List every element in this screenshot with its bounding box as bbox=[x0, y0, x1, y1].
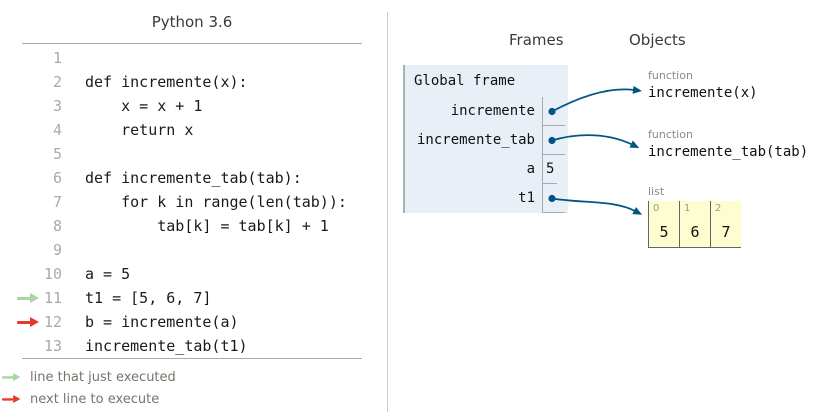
variable-name: incremente_tab bbox=[416, 132, 535, 148]
code-line: 4 return x bbox=[0, 118, 387, 142]
execution-marker bbox=[0, 196, 44, 208]
code-line: 1 bbox=[0, 46, 387, 70]
code-line: 3 x = x + 1 bbox=[0, 94, 387, 118]
code-text: t1 = [5, 6, 7] bbox=[85, 289, 212, 307]
code-line: 9 bbox=[0, 238, 387, 262]
pointer-cell bbox=[542, 97, 565, 126]
line-number: 2 bbox=[52, 73, 62, 91]
code-line: 7 for k in range(len(tab)): bbox=[0, 190, 387, 214]
object-type-label: function bbox=[648, 128, 693, 141]
line-number: 5 bbox=[52, 145, 62, 163]
execution-marker bbox=[0, 124, 44, 136]
execution-marker bbox=[0, 52, 44, 64]
pointer-cell bbox=[542, 126, 565, 155]
pointer-cell bbox=[542, 184, 565, 213]
code-text: def incremente_tab(tab): bbox=[85, 169, 302, 187]
frames-header: Frames bbox=[509, 31, 564, 49]
code-text: tab[k] = tab[k] + 1 bbox=[85, 217, 329, 235]
code-line: 8 tab[k] = tab[k] + 1 bbox=[0, 214, 387, 238]
legend-just-executed: line that just executed bbox=[2, 366, 176, 388]
list-index: 2 bbox=[715, 203, 722, 214]
line-number: 10 bbox=[44, 265, 63, 283]
object-type-label: list bbox=[648, 185, 665, 198]
global-frame: Global frame incremente incremente_tab a… bbox=[403, 65, 568, 213]
function-object-incremente-tab: function incremente_tab(tab) bbox=[648, 128, 808, 160]
code-line: 12 b = incremente(a) bbox=[0, 310, 387, 334]
variable-name: a bbox=[526, 161, 535, 177]
execution-marker bbox=[0, 76, 44, 88]
line-number: 9 bbox=[52, 241, 62, 259]
execution-marker bbox=[0, 172, 44, 184]
execution-marker bbox=[0, 100, 44, 112]
python-version-title: Python 3.6 bbox=[151, 13, 233, 31]
line-number: 3 bbox=[52, 97, 62, 115]
code-text: return x bbox=[85, 121, 194, 139]
code-line: 11 t1 = [5, 6, 7] bbox=[0, 286, 387, 310]
variable-name: incremente bbox=[450, 103, 535, 119]
variable-name: t1 bbox=[518, 190, 535, 206]
list-cell: 2 7 bbox=[710, 201, 741, 248]
red-arrow-icon bbox=[2, 394, 23, 404]
objects-header: Objects bbox=[629, 31, 686, 49]
just-executed-arrow-icon bbox=[0, 292, 44, 304]
function-object-incremente: function incremente(x) bbox=[648, 69, 758, 101]
line-number: 4 bbox=[52, 121, 62, 139]
list-table: 0 5 1 6 2 7 bbox=[648, 201, 741, 248]
code-line: 5 bbox=[0, 142, 387, 166]
list-index: 0 bbox=[653, 203, 660, 214]
execution-marker bbox=[0, 220, 44, 232]
list-value: 5 bbox=[659, 223, 669, 241]
code-text: a = 5 bbox=[85, 265, 131, 283]
code-text: incremente_tab(t1) bbox=[85, 337, 248, 355]
value-cell: 5 bbox=[542, 155, 558, 184]
code-listing: 1 2 def incremente(x): 3 x = x + 1 4 ret… bbox=[0, 46, 387, 358]
execution-marker bbox=[0, 268, 44, 280]
legend-next-line: next line to execute bbox=[2, 388, 176, 410]
legend-label: next line to execute bbox=[30, 391, 160, 407]
list-value: 6 bbox=[690, 223, 700, 241]
legend-label: line that just executed bbox=[30, 369, 176, 385]
code-text: for k in range(len(tab)): bbox=[85, 193, 347, 211]
next-line-arrow-icon bbox=[0, 316, 44, 328]
code-line: 13 incremente_tab(t1) bbox=[0, 334, 387, 358]
line-number: 12 bbox=[44, 313, 63, 331]
function-signature: incremente(x) bbox=[648, 85, 758, 101]
execution-marker bbox=[0, 244, 44, 256]
code-line: 10 a = 5 bbox=[0, 262, 387, 286]
line-number: 1 bbox=[52, 49, 62, 67]
variable-row-incremente: incremente bbox=[405, 97, 568, 126]
code-text: def incremente(x): bbox=[85, 73, 248, 91]
execution-marker bbox=[0, 340, 44, 352]
line-number: 13 bbox=[44, 337, 63, 355]
line-number: 7 bbox=[52, 193, 62, 211]
variable-row-incremente-tab: incremente_tab bbox=[405, 126, 568, 155]
global-frame-variables: incremente incremente_tab a 5 t1 bbox=[405, 97, 568, 213]
code-top-divider bbox=[22, 43, 362, 44]
line-number: 11 bbox=[44, 289, 63, 307]
code-line: 2 def incremente(x): bbox=[0, 70, 387, 94]
code-line: 6 def incremente_tab(tab): bbox=[0, 166, 387, 190]
code-text: x = x + 1 bbox=[85, 97, 203, 115]
green-arrow-icon bbox=[2, 372, 23, 382]
execution-legend: line that just executed next line to exe… bbox=[2, 366, 176, 410]
list-value: 7 bbox=[721, 223, 731, 241]
line-number: 8 bbox=[52, 217, 62, 235]
function-signature: incremente_tab(tab) bbox=[648, 144, 809, 160]
list-object-t1: list 0 5 1 6 2 7 bbox=[648, 185, 741, 248]
global-frame-title: Global frame bbox=[414, 73, 516, 89]
code-bottom-divider bbox=[22, 358, 362, 359]
list-index: 1 bbox=[684, 203, 691, 214]
execution-marker bbox=[0, 148, 44, 160]
list-cell: 1 6 bbox=[679, 201, 710, 248]
line-number: 6 bbox=[52, 169, 62, 187]
object-type-label: function bbox=[648, 69, 693, 82]
code-text: b = incremente(a) bbox=[85, 313, 239, 331]
code-panel: Python 3.6 1 2 def incremente(x): 3 x = … bbox=[0, 0, 387, 412]
panel-divider bbox=[387, 12, 388, 412]
variable-row-a: a 5 bbox=[405, 155, 568, 184]
variable-row-t1: t1 bbox=[405, 184, 568, 213]
list-cell: 0 5 bbox=[648, 201, 679, 248]
